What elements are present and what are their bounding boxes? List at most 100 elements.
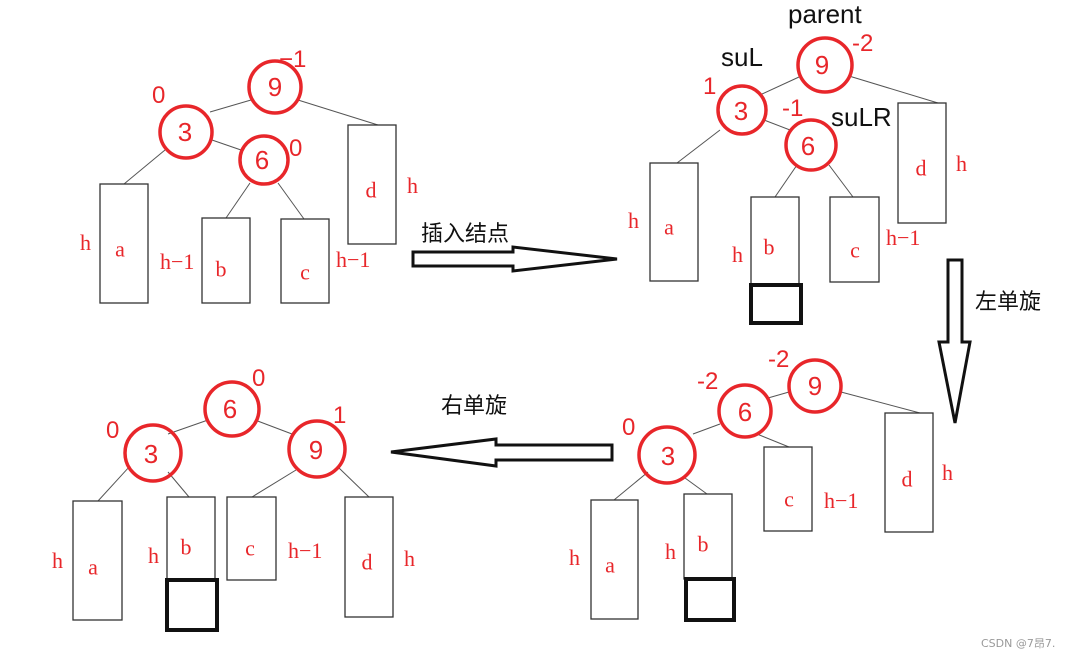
- height-b: h: [732, 242, 743, 267]
- node-3-value: 3: [734, 96, 748, 126]
- node-3: [158, 104, 214, 160]
- bf-3: 0: [152, 82, 165, 109]
- subtree-b-label: b: [698, 532, 709, 557]
- edge-3-a: [97, 465, 131, 502]
- panel-after-insert: parent suL suLR a b c d h h h−1 h 9 3 6 …: [628, 0, 967, 325]
- edge-6-b: [774, 164, 798, 198]
- height-d: h: [404, 546, 415, 571]
- node-3-value: 3: [178, 117, 192, 147]
- node-6-value: 6: [738, 397, 752, 427]
- panel-after-left-rotate: a b c d h h h−1 h 9 6 3 -2 -2 0: [569, 346, 953, 622]
- edge-6-c: [828, 164, 854, 198]
- subtree-a-label: a: [605, 553, 615, 578]
- watermark: CSDN @7昂7.: [981, 637, 1055, 650]
- subtree-c: [763, 446, 813, 532]
- subtree-a: [72, 500, 123, 621]
- arrow-right-rotate: 右单旋: [390, 394, 614, 468]
- bf-3: 0: [622, 414, 635, 441]
- node-9: [787, 358, 843, 414]
- panel-before-insert: a b c d h h−1 h−1 h 9 3 6 −1 0 0: [80, 46, 418, 304]
- node-9-value: 9: [268, 72, 282, 102]
- height-c: h−1: [824, 488, 858, 513]
- node-6: [203, 380, 261, 438]
- edge-9-d: [840, 391, 921, 414]
- bf-9: −1: [279, 46, 306, 73]
- subtree-d-label: d: [362, 550, 373, 575]
- height-d: h: [942, 460, 953, 485]
- edge-6-3: [167, 419, 209, 435]
- arrow-down-icon: [937, 258, 972, 424]
- edge-6-b: [225, 182, 251, 219]
- subtree-c-label: c: [784, 487, 794, 512]
- role-subL: suL: [721, 42, 763, 72]
- role-subLR: suLR: [831, 102, 892, 132]
- subtree-a-label: a: [88, 555, 98, 580]
- subtree-d: [347, 124, 397, 245]
- bf-6: 0: [289, 135, 302, 162]
- subtree-c-label: c: [850, 238, 860, 263]
- node-6: [784, 118, 838, 172]
- height-b: h: [665, 539, 676, 564]
- height-d: h: [407, 173, 418, 198]
- node-9-value: 9: [808, 371, 822, 401]
- arrow-insert: 插入结点: [411, 222, 618, 273]
- height-b: h−1: [160, 249, 194, 274]
- step-label-insert: 插入结点: [421, 222, 509, 247]
- height-a: h: [628, 208, 639, 233]
- edge-3-6: [211, 139, 242, 151]
- edge-9-3: [209, 99, 252, 113]
- edge-6-c: [277, 182, 305, 220]
- subtree-c: [829, 196, 880, 283]
- edge-9-d: [338, 467, 370, 498]
- node-9: [796, 36, 854, 94]
- bf-9: 1: [333, 402, 346, 429]
- bf-9: -2: [852, 30, 873, 57]
- bf-9: -2: [768, 346, 789, 373]
- height-a: h: [80, 230, 91, 255]
- bf-3: 0: [106, 417, 119, 444]
- node-9: [287, 419, 347, 479]
- subtree-b: [201, 217, 251, 304]
- subtree-d-label: d: [916, 156, 927, 181]
- height-b: h: [148, 543, 159, 568]
- node-3: [123, 423, 183, 483]
- height-c: h−1: [288, 538, 322, 563]
- step-label-left-rotate: 左单旋: [975, 290, 1041, 315]
- node-6-value: 6: [255, 145, 269, 175]
- subtree-c: [226, 496, 277, 581]
- height-d: h: [956, 151, 967, 176]
- bf-6: 0: [252, 365, 265, 392]
- edge-3-b: [684, 477, 708, 495]
- node-6: [238, 134, 290, 186]
- bf-3: 1: [703, 73, 716, 100]
- edge-9-d: [297, 99, 379, 126]
- subtree-a: [99, 183, 149, 304]
- arrow-left-icon: [390, 437, 614, 468]
- subtree-b-label: b: [216, 257, 227, 282]
- subtree-d: [897, 102, 947, 224]
- node-9: [247, 59, 303, 115]
- node-3-value: 3: [144, 439, 158, 469]
- subtree-d: [884, 412, 934, 533]
- bf-6: -1: [782, 95, 803, 122]
- node-6-value: 6: [223, 394, 237, 424]
- edge-3-6: [763, 119, 791, 131]
- edge-6-c: [756, 433, 790, 448]
- node-9-value: 9: [815, 50, 829, 80]
- node-9-value: 9: [309, 435, 323, 465]
- subtree-d-label: d: [366, 178, 377, 203]
- edge-9-3: [761, 76, 800, 95]
- height-c: h−1: [886, 225, 920, 250]
- subtree-a: [590, 499, 639, 620]
- edge-9-c: [251, 469, 297, 498]
- subtree-c: [280, 218, 330, 304]
- panel-after-right-rotate: a b c d h h h−1 h 6 3 9 0 0 1: [52, 365, 415, 632]
- subtree-a-label: a: [115, 237, 125, 262]
- subtree-b: [750, 196, 800, 286]
- edge-3-a: [676, 129, 721, 164]
- height-a: h: [52, 548, 63, 573]
- inserted-node: [684, 577, 736, 622]
- subtree-c-label: c: [300, 260, 310, 285]
- edge-6-3: [692, 423, 721, 435]
